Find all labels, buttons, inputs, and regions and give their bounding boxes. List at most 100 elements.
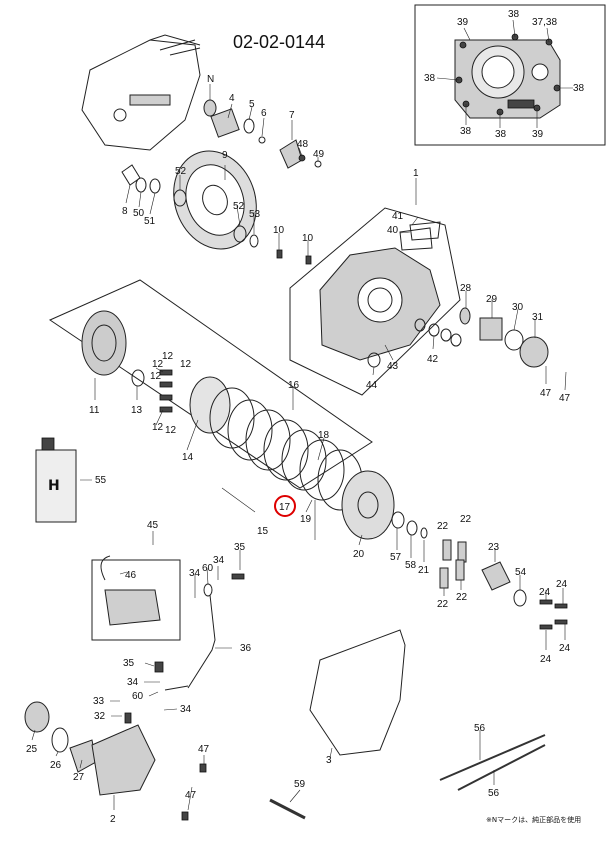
label-7: 7 xyxy=(289,110,295,121)
label-22: 22 xyxy=(456,592,468,603)
label-49: 49 xyxy=(313,149,325,160)
label-29: 29 xyxy=(486,294,498,305)
label-41: 41 xyxy=(392,211,404,222)
label-16: 16 xyxy=(288,380,300,391)
label-19: 19 xyxy=(300,514,312,525)
label-22: 22 xyxy=(437,599,449,610)
label-38: 38 xyxy=(460,126,472,137)
label-36: 36 xyxy=(240,643,252,654)
label-25: 25 xyxy=(26,744,38,755)
label-12: 12 xyxy=(165,425,177,436)
label-18: 18 xyxy=(318,430,330,441)
clutch-cover-drawing xyxy=(289,207,549,396)
label-12: 12 xyxy=(152,422,164,433)
crankcase-drawing xyxy=(81,34,201,151)
label-24: 24 xyxy=(539,587,551,598)
label-12: 12 xyxy=(180,359,192,370)
label-14: 14 xyxy=(182,452,194,463)
label-39: 39 xyxy=(457,17,469,28)
primary-gear-drawing xyxy=(121,150,312,265)
label-26: 26 xyxy=(50,760,62,771)
label-52: 52 xyxy=(233,201,245,212)
label-45: 45 xyxy=(147,520,159,531)
label-31: 31 xyxy=(532,312,544,323)
label-37-38: 37,38 xyxy=(532,17,557,28)
label-43: 43 xyxy=(387,361,399,372)
lower-left-parts xyxy=(24,661,207,821)
label-59: 59 xyxy=(294,779,306,790)
highlight-ring xyxy=(274,495,296,517)
leader-lines xyxy=(31,19,573,811)
cable-tie-drawing xyxy=(439,734,546,791)
label-47: 47 xyxy=(559,393,571,404)
label-24: 24 xyxy=(559,643,571,654)
label-38: 38 xyxy=(573,83,585,94)
label-5: 5 xyxy=(249,99,255,110)
label-53: 53 xyxy=(249,209,261,220)
label-3: 3 xyxy=(326,755,332,766)
label-34: 34 xyxy=(213,555,225,566)
label-47: 47 xyxy=(540,388,552,399)
label-38: 38 xyxy=(424,73,436,84)
label-12: 12 xyxy=(152,359,164,370)
label-55: 55 xyxy=(95,475,107,486)
label-13: 13 xyxy=(131,405,143,416)
label-34: 34 xyxy=(180,704,192,715)
label-10: 10 xyxy=(302,233,314,244)
label-N: N xyxy=(207,74,214,85)
label-35: 35 xyxy=(123,658,135,669)
clutch-lever-drawing xyxy=(91,555,245,691)
inset-cover-detail xyxy=(414,4,606,146)
label-6: 6 xyxy=(261,108,267,119)
clutch-assembly-drawing xyxy=(48,279,395,540)
label-15: 15 xyxy=(257,526,269,537)
label-33: 33 xyxy=(93,696,105,707)
label-24: 24 xyxy=(540,654,552,665)
label-22: 22 xyxy=(437,521,449,532)
label-51: 51 xyxy=(144,216,156,227)
label-2: 2 xyxy=(110,814,116,825)
label-23: 23 xyxy=(488,542,500,553)
label-50: 50 xyxy=(133,208,145,219)
label-17: 17 xyxy=(279,502,291,513)
label-56: 56 xyxy=(488,788,500,799)
label-12: 12 xyxy=(162,351,174,362)
label-27: 27 xyxy=(73,772,85,783)
label-48: 48 xyxy=(297,139,309,150)
label-9: 9 xyxy=(222,150,228,161)
label-4: 4 xyxy=(229,93,235,104)
label-44: 44 xyxy=(366,380,378,391)
label-46: 46 xyxy=(125,570,137,581)
label-39: 39 xyxy=(532,129,544,140)
label-42: 42 xyxy=(427,354,439,365)
label-58: 58 xyxy=(405,560,417,571)
label-38: 38 xyxy=(508,9,520,20)
label-35: 35 xyxy=(234,542,246,553)
label-28: 28 xyxy=(460,283,472,294)
diagram-code: 02-02-0144 xyxy=(233,32,325,52)
label-40: 40 xyxy=(387,225,399,236)
label-52: 52 xyxy=(175,166,187,177)
hex-key-drawing xyxy=(269,798,306,820)
label-8: 8 xyxy=(122,206,128,217)
top-small-parts xyxy=(203,99,322,169)
label-12: 12 xyxy=(150,371,162,382)
oil-bottle-drawing: H xyxy=(35,437,77,523)
svg-text:H: H xyxy=(48,478,60,494)
label-10: 10 xyxy=(273,225,285,236)
label-24: 24 xyxy=(556,579,568,590)
label-30: 30 xyxy=(512,302,524,313)
gasket-drawing xyxy=(309,629,406,756)
label-56: 56 xyxy=(474,723,486,734)
label-60: 60 xyxy=(132,691,144,702)
label-57: 57 xyxy=(390,552,402,563)
label-34: 34 xyxy=(127,677,139,688)
label-54: 54 xyxy=(515,567,527,578)
label-32: 32 xyxy=(94,711,106,722)
oem-note: ※Nマークは、純正部品を使用 xyxy=(486,815,581,824)
label-22: 22 xyxy=(460,514,472,525)
label-38: 38 xyxy=(495,129,507,140)
label-47: 47 xyxy=(198,744,210,755)
callout-labels: 39 38 37,38 38 38 38 38 38 39 N 4 5 6 7 … xyxy=(26,9,585,825)
